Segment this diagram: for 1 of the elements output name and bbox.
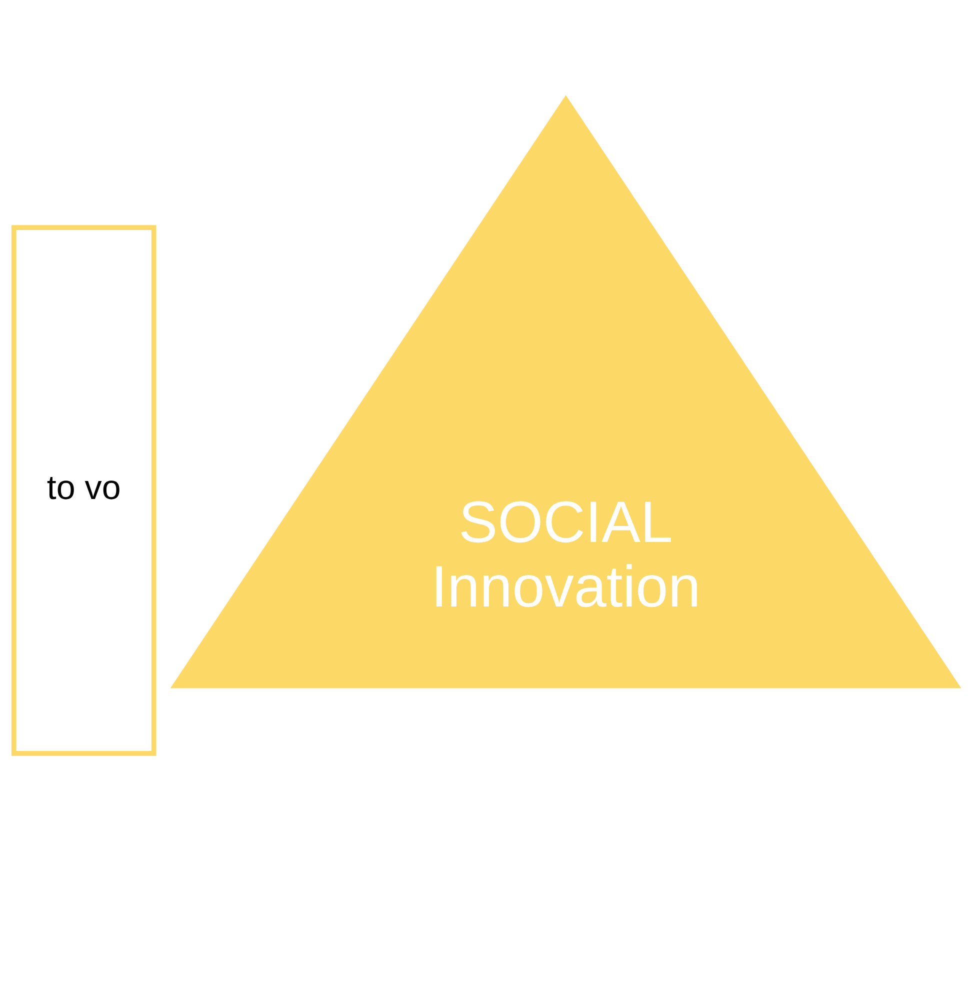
node-box: to vo [10,225,156,756]
